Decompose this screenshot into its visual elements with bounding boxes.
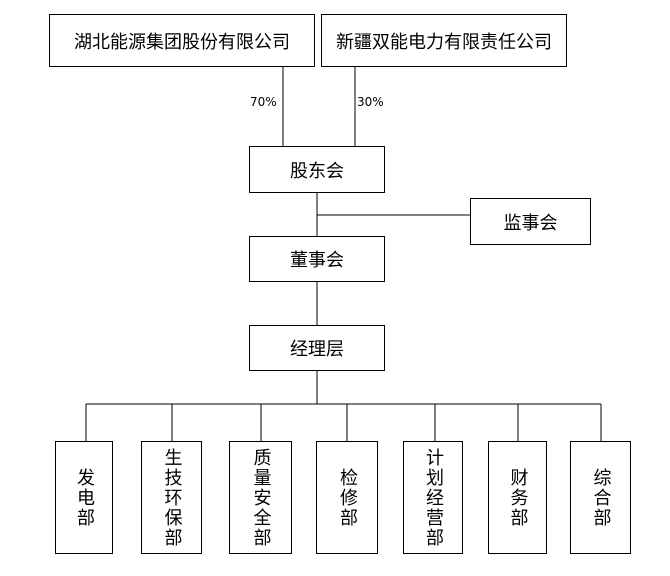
shareholder-name: 新疆双能电力有限责任公司 (336, 31, 552, 53)
department-label: 质量安全部 (250, 447, 272, 548)
supervisory-board-box: 监事会 (470, 198, 591, 245)
share-percent-1: 70% (250, 95, 277, 109)
shareholder-name: 湖北能源集团股份有限公司 (74, 31, 290, 53)
department-box: 发电部 (55, 441, 113, 554)
board-of-directors-box: 董事会 (249, 236, 385, 282)
supervisory-board-label: 监事会 (503, 212, 558, 234)
department-box: 质量安全部 (229, 441, 292, 554)
department-label: 综合部 (590, 467, 612, 528)
board-of-directors-label: 董事会 (290, 250, 344, 271)
department-label: 发电部 (74, 467, 95, 528)
department-box: 生技环保部 (141, 441, 202, 554)
shareholder-box-2: 新疆双能电力有限责任公司 (321, 14, 567, 67)
department-label: 财务部 (507, 467, 529, 528)
department-box: 检修部 (316, 441, 378, 554)
department-label: 检修部 (337, 467, 358, 528)
management-label: 经理层 (290, 339, 344, 360)
shareholder-box-1: 湖北能源集团股份有限公司 (49, 14, 315, 67)
department-box: 计划经营部 (403, 441, 463, 554)
shareholders-meeting-box: 股东会 (249, 146, 385, 193)
shareholders-meeting-label: 股东会 (290, 160, 344, 182)
department-box: 财务部 (488, 441, 547, 554)
share-percent-2: 30% (357, 95, 384, 109)
department-label: 计划经营部 (423, 447, 444, 548)
department-box: 综合部 (570, 441, 631, 554)
management-box: 经理层 (249, 325, 385, 371)
department-label: 生技环保部 (161, 447, 183, 548)
